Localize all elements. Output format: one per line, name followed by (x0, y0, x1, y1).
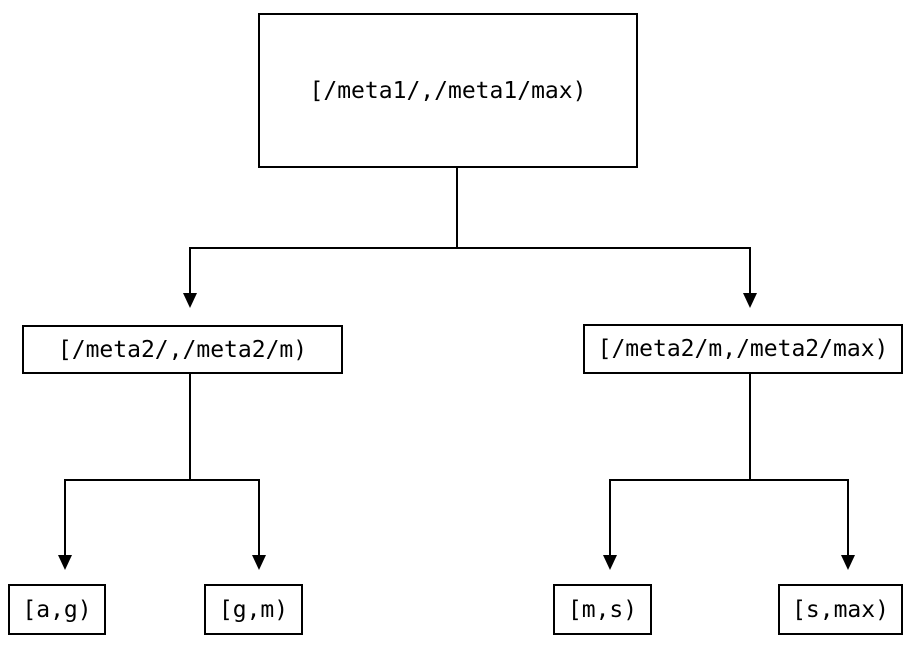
tree-leaf-gm: [g,m) (204, 584, 303, 635)
tree-leaf-ms: [m,s) (553, 584, 652, 635)
tree-node-meta2-right: [/meta2/m,/meta2/max) (583, 324, 903, 374)
arrowhead-down-icon (743, 293, 757, 308)
tree-leaf-ag: [a,g) (8, 584, 106, 635)
arrowhead-down-icon (841, 555, 855, 570)
tree-leaf-smax: [s,max) (778, 584, 903, 635)
tree-node-meta2-left: [/meta2/,/meta2/m) (22, 325, 343, 374)
tree-node-root: [/meta1/,/meta1/max) (258, 13, 638, 168)
arrowhead-down-icon (58, 555, 72, 570)
arrowhead-down-icon (183, 293, 197, 308)
arrowhead-down-icon (252, 555, 266, 570)
arrowhead-down-icon (603, 555, 617, 570)
